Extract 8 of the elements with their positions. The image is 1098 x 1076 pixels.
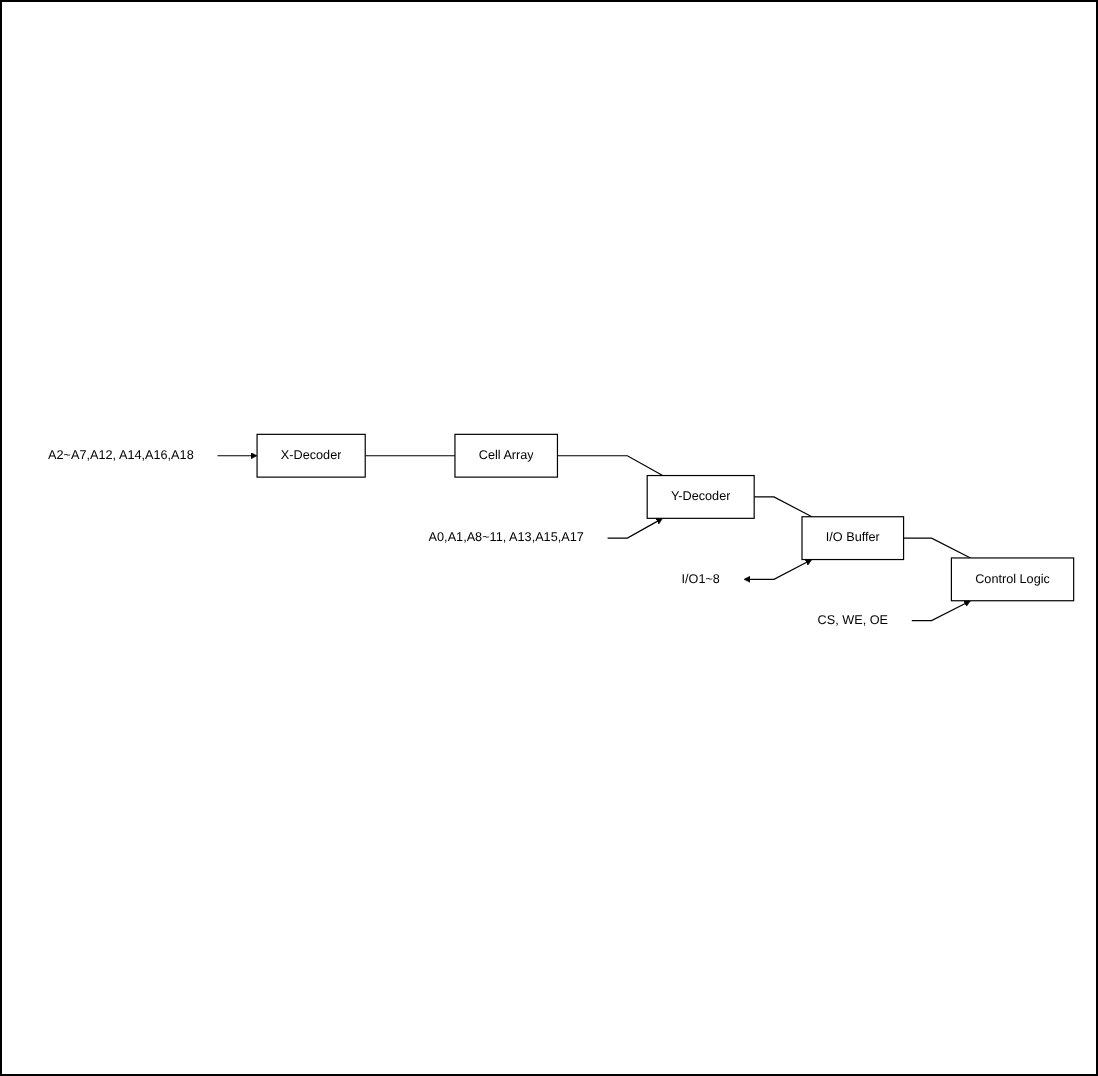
connector <box>556 455 664 476</box>
connector <box>753 496 813 518</box>
arrow <box>911 600 971 621</box>
arrow <box>606 517 663 539</box>
connector <box>903 537 972 559</box>
arrow <box>743 559 813 583</box>
arrow <box>216 452 258 460</box>
connector <box>364 455 456 457</box>
